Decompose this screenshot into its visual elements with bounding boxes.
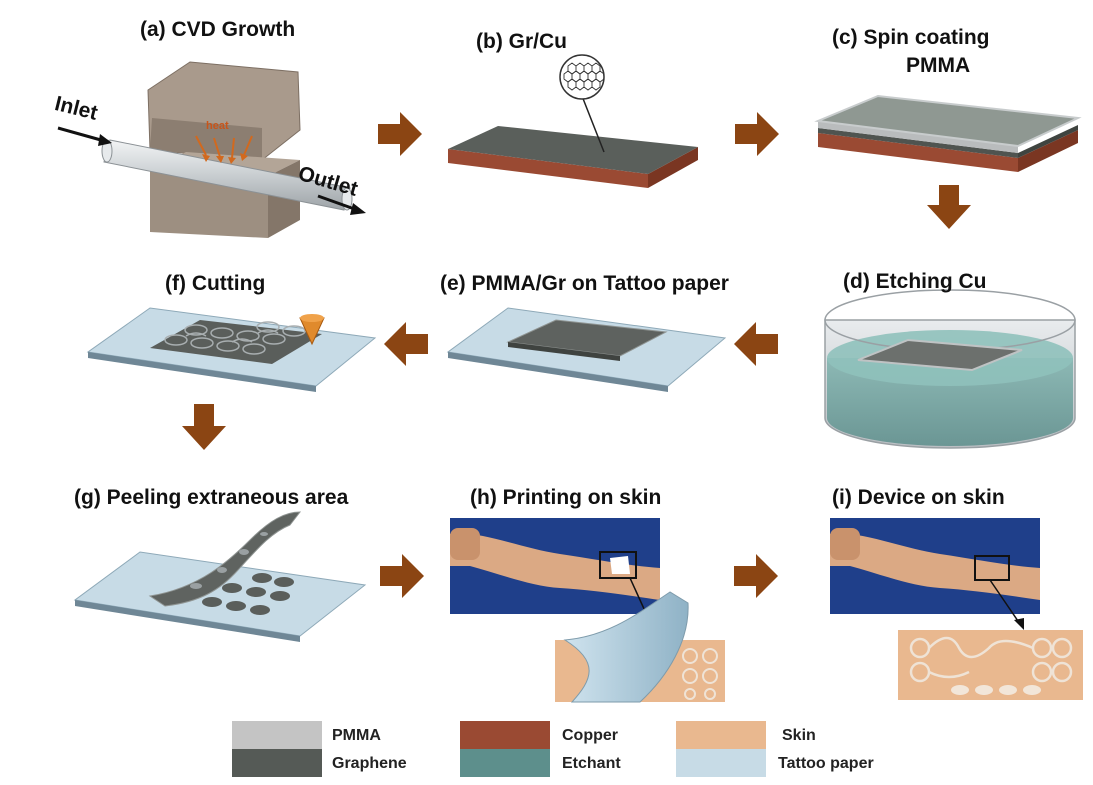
peeled-holes — [190, 532, 268, 589]
arrow-g-to-h — [380, 554, 424, 598]
pmma-top-c — [814, 94, 1082, 148]
legend-label-tattoo-paper: Tattoo paper — [778, 755, 874, 772]
step-c-title-line1: (c) Spin coating — [832, 26, 990, 49]
arrow-a-to-b — [378, 112, 422, 156]
legend-swatch-tattoo-paper — [676, 749, 766, 777]
arrow-e-to-f — [384, 322, 428, 366]
legend-swatch-pmma — [232, 721, 322, 749]
tattoo-paper-edge-g — [75, 600, 300, 642]
heat-label: heat — [206, 120, 229, 132]
tattoo-paper-edge-f — [88, 352, 316, 392]
floating-film — [857, 338, 1023, 372]
step-f-title: (f) Cutting — [165, 272, 266, 295]
step-g-title: (g) Peeling extraneous area — [74, 486, 349, 509]
legend-swatch-copper — [460, 721, 550, 749]
inlet-arrowhead — [98, 134, 112, 146]
cutter-top — [300, 314, 324, 322]
legend-swatch-skin — [676, 721, 766, 749]
printing-on-skin — [450, 518, 725, 703]
fist-i — [830, 528, 860, 560]
legend-label-skin: Skin — [782, 727, 816, 744]
arm-shape-h — [450, 533, 660, 600]
cutting-stage — [86, 307, 377, 392]
furnace-lid-front — [150, 118, 262, 160]
heat-arrows — [195, 135, 253, 164]
copper-edge-c — [818, 133, 1018, 172]
step-a-title: (a) CVD Growth — [140, 18, 296, 41]
arm-shape-i — [830, 533, 1040, 600]
outlet-arrowhead — [350, 203, 366, 215]
arrow-b-to-c — [735, 112, 779, 156]
arrow-c-to-d — [927, 185, 971, 229]
zoom-box-i — [974, 555, 1010, 581]
device-pattern-h — [682, 648, 718, 700]
zoom-leader — [581, 95, 605, 153]
arrow-h-to-i — [734, 554, 778, 598]
graphene-edge-c — [818, 128, 1018, 158]
remaining-device-pattern — [202, 573, 294, 615]
pmma-edge-c — [818, 121, 1018, 153]
legend-label-graphene: Graphene — [332, 755, 407, 772]
tattoo-paper-edge-e — [448, 352, 668, 392]
gr-cu-slab — [448, 54, 698, 188]
zoom-leader-i — [989, 579, 1021, 625]
step-b-title: (b) Gr/Cu — [476, 30, 567, 53]
legend-swatch-etchant — [460, 749, 550, 777]
etching-beaker — [824, 289, 1076, 449]
legend-label-pmma: PMMA — [332, 727, 381, 744]
legend-label-copper: Copper — [562, 727, 618, 744]
fist-h — [450, 528, 480, 560]
film-on-tattoo-paper — [446, 307, 727, 392]
copper-side — [648, 147, 698, 188]
peeling-tattoo-sheet — [563, 591, 689, 703]
legend-swatch-graphene — [232, 749, 322, 777]
step-d-title: (d) Etching Cu — [843, 270, 987, 293]
device-on-skin — [830, 518, 1083, 700]
pmma-gr-film-edge-e — [508, 342, 620, 361]
lattice-magnifier — [559, 54, 605, 100]
legend-swatches — [232, 721, 766, 777]
arrow-d-to-e — [734, 322, 778, 366]
legend-label-etchant: Etchant — [562, 755, 621, 772]
hexagonal-lattice — [563, 62, 605, 91]
graphene-top — [448, 126, 698, 174]
step-h-title: (h) Printing on skin — [470, 486, 662, 509]
graphene-side-c — [1018, 125, 1078, 158]
zoom-arrowhead-i — [1014, 618, 1024, 630]
arrow-f-to-g — [182, 404, 226, 450]
device-pads-i — [951, 685, 1041, 695]
step-e-title: (e) PMMA/Gr on Tattoo paper — [440, 272, 729, 295]
cvd-furnace — [57, 61, 366, 238]
zoom-box-h — [599, 551, 637, 579]
step-c-title-line2: PMMA — [906, 54, 971, 77]
flow-arrows — [182, 112, 971, 598]
peeling-stage — [73, 511, 367, 642]
cut-pattern — [164, 321, 306, 355]
step-i-title: (i) Device on skin — [832, 486, 1005, 509]
tattoo-sticker-h — [610, 556, 630, 574]
copper-side-c — [1018, 130, 1078, 172]
pmma-gr-cu-slab — [814, 94, 1082, 172]
device-pattern-i — [909, 636, 1073, 683]
copper-edge — [448, 149, 648, 188]
